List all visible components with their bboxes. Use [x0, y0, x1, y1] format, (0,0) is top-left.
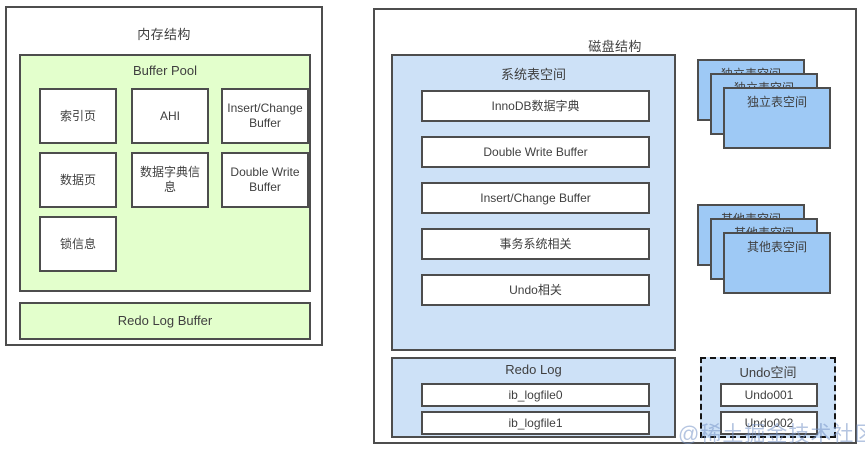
- disk-structure-panel: 磁盘结构 系统表空间 InnoDB数据字典 Double Write Buffe…: [373, 8, 857, 444]
- undo-space-file-002: Undo002: [720, 411, 818, 435]
- redo-log-file-1: ib_logfile1: [421, 411, 650, 435]
- redo-log-buffer-box: Redo Log Buffer: [19, 302, 311, 340]
- redo-log-group: Redo Log ib_logfile0 ib_logfile1: [391, 357, 676, 438]
- system-tablespace-group: 系统表空间 InnoDB数据字典 Double Write Buffer Ins…: [391, 54, 676, 351]
- undo-space-group: Undo空间 Undo001 Undo002: [700, 357, 836, 438]
- buffer-pool-cell-ahi: AHI: [131, 88, 209, 144]
- buffer-pool-cell-insert-change-buffer: Insert/Change Buffer: [221, 88, 309, 144]
- system-tablespace-item-undo-related: Undo相关: [421, 274, 650, 306]
- buffer-pool-cell-data-dictionary-info: 数据字典信息: [131, 152, 209, 208]
- buffer-pool-cell-double-write-buffer: Double Write Buffer: [221, 152, 309, 208]
- redo-log-title: Redo Log: [505, 362, 562, 377]
- system-tablespace-item-double-write-buffer: Double Write Buffer: [421, 136, 650, 168]
- buffer-pool-group: Buffer Pool 索引页 AHI Insert/Change Buffer…: [19, 54, 311, 292]
- independent-tablespace-card-1: 独立表空间: [723, 87, 831, 149]
- other-tablespace-card-1: 其他表空间: [723, 232, 831, 294]
- redo-log-file-0: ib_logfile0: [421, 383, 650, 407]
- memory-structure-panel: 内存结构 Buffer Pool 索引页 AHI Insert/Change B…: [5, 6, 323, 346]
- disk-structure-title: 磁盘结构: [588, 39, 642, 54]
- system-tablespace-item-insert-change-buffer: Insert/Change Buffer: [421, 182, 650, 214]
- memory-structure-title: 内存结构: [137, 27, 191, 42]
- buffer-pool-title: Buffer Pool: [132, 63, 198, 78]
- system-tablespace-item-innodb-data-dictionary: InnoDB数据字典: [421, 90, 650, 122]
- buffer-pool-cell-data-page: 数据页: [39, 152, 117, 208]
- undo-space-file-001: Undo001: [720, 383, 818, 407]
- buffer-pool-cell-lock-info: 锁信息: [39, 216, 117, 272]
- system-tablespace-item-transaction-system: 事务系统相关: [421, 228, 650, 260]
- system-tablespace-title: 系统表空间: [500, 67, 566, 82]
- buffer-pool-cell-index-page: 索引页: [39, 88, 117, 144]
- undo-space-title: Undo空间: [739, 365, 797, 380]
